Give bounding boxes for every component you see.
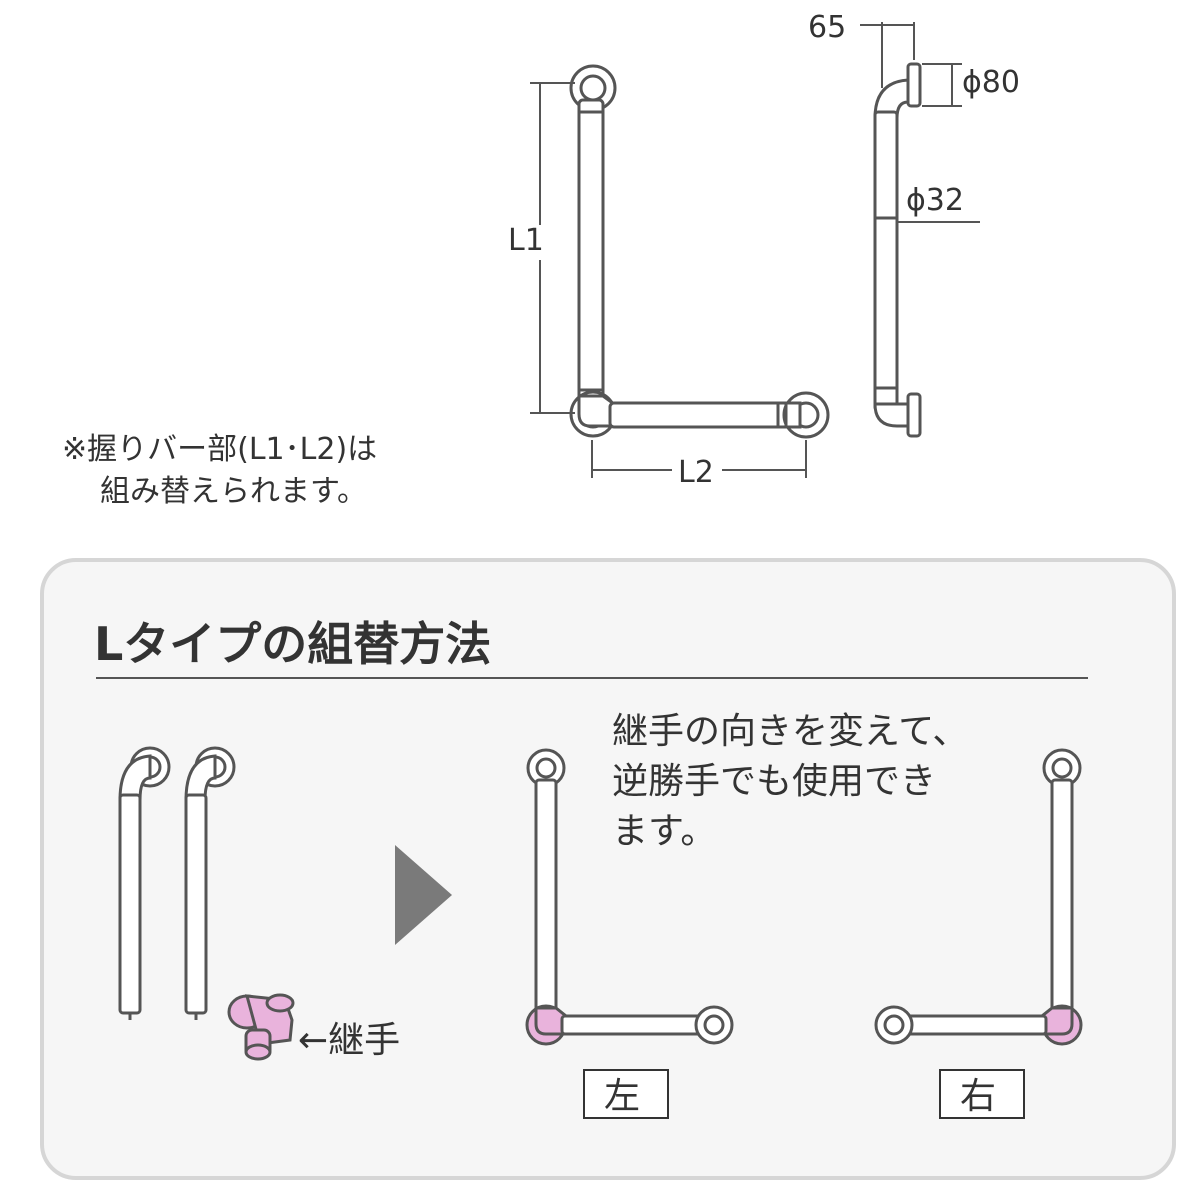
left-assembly (525, 748, 734, 1046)
side-bar (873, 110, 899, 412)
note-line-1: ※握りバー部(L1･L2)は (62, 432, 378, 467)
left-label-box (583, 1069, 669, 1119)
l2-dimension (591, 440, 807, 478)
front-view (569, 64, 830, 439)
joint-label: ←継手 (298, 1020, 400, 1061)
arrow-right-icon (395, 845, 452, 945)
right-label-box (939, 1069, 1025, 1119)
left-label: 左 (604, 1076, 640, 1117)
l1-dimension (530, 82, 575, 414)
offset-dimension (860, 22, 915, 88)
description-line-1: 継手の向きを変えて、 (612, 711, 968, 752)
right-assembly (874, 748, 1083, 1046)
separate-bars (118, 746, 236, 1020)
flange-dia-dimension (922, 63, 962, 107)
description-line-3: ます。 (612, 811, 716, 852)
description-line-2: 逆勝手でも使用でき (612, 761, 936, 802)
offset-label: 65 (808, 10, 846, 45)
bar-dia-label: ϕ32 (906, 183, 964, 218)
panel-title: Lタイプの組替方法 (94, 617, 491, 671)
vertical-bar (577, 98, 605, 410)
joint-part-icon (227, 993, 295, 1061)
note-line-2: 組み替えられます。 (100, 474, 367, 509)
horizontal-bar (608, 401, 792, 429)
right-label: 右 (960, 1076, 996, 1117)
side-view (873, 62, 922, 438)
flange-dia-label: ϕ80 (962, 65, 1020, 100)
l2-label: L2 (678, 455, 714, 490)
l1-label: L1 (508, 223, 544, 258)
